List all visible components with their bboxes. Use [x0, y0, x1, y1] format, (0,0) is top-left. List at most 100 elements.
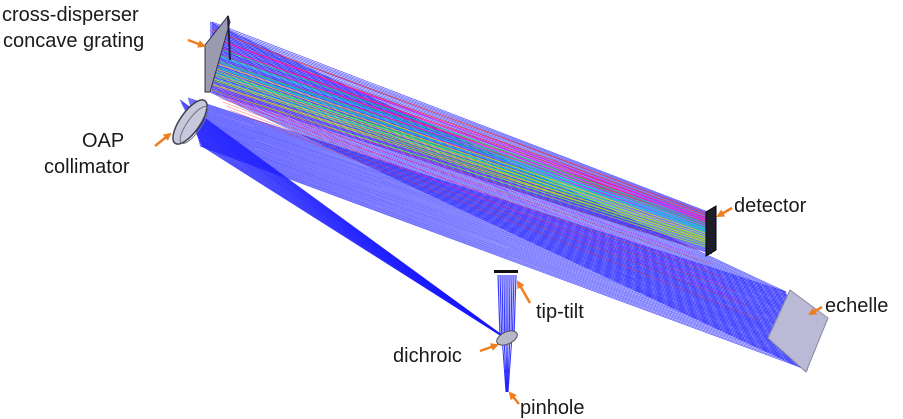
ray-dispersed-streak: [229, 99, 741, 301]
component-labels: cross-disperser concave grating OAP coll…: [2, 4, 888, 419]
ray-dispersed-order: [211, 37, 710, 217]
ray-echelle-crossdisperser: [209, 64, 799, 340]
ray-echelle-crossdisperser: [209, 91, 807, 371]
ray-echelle-crossdisperser: [209, 76, 802, 354]
label-echelle: echelle: [825, 295, 888, 317]
arrow-pinhole: [508, 391, 520, 405]
ray-oap-echelle: [199, 145, 809, 371]
arrow-detector: [716, 206, 733, 218]
ray-oap-echelle: [195, 128, 801, 343]
label-detector: detector: [734, 195, 807, 217]
arrow-echelle: [808, 305, 823, 316]
ray-tiptilt-dichroic: [499, 274, 503, 337]
ray-echelle-crossdisperser: [209, 82, 804, 360]
ray-tiptilt-dichroic: [511, 274, 515, 337]
ray-oap-echelle: [191, 112, 794, 317]
ray-oap-echelle: [196, 132, 803, 349]
ray-dispersed-streak: [225, 96, 726, 286]
label-oap-line2: collimator: [44, 156, 130, 178]
ray-bundles: [179, 21, 809, 393]
ray-oap-echelle: [196, 134, 803, 352]
ray-oap-echelle: [197, 134, 804, 354]
label-tip-tilt: tip-tilt: [536, 301, 584, 323]
ray-dispersed-streak: [215, 93, 713, 265]
ray-oap-echelle: [196, 130, 802, 346]
label-cross-disperser-line2: concave grating: [3, 30, 144, 52]
ray-echelle-crossdisperser: [209, 77, 803, 355]
ray-dispersed-order: [211, 89, 713, 250]
ray-echelle-crossdisperser: [209, 50, 795, 325]
ray-oap-echelle: [195, 129, 801, 345]
ray-echelle-crossdisperser: [209, 86, 805, 366]
ray-oap-echelle: [194, 126, 800, 339]
ray-oap-echelle: [189, 104, 790, 304]
ray-pinhole-dichroic: [507, 335, 511, 393]
ray-oap-echelle: [195, 126, 800, 341]
arrow-cross-disperser: [187, 38, 206, 48]
ray-echelle-crossdisperser: [209, 85, 805, 364]
ray-dispersed-order: [211, 59, 710, 232]
ray-tiptilt-dichroic: [510, 274, 513, 337]
ray-dispersed-streak: [229, 109, 761, 321]
label-pinhole: pinhole: [520, 397, 585, 419]
label-dichroic: dichroic: [393, 345, 462, 367]
ray-pinhole-dichroic: [505, 335, 508, 393]
ray-oap-echelle: [198, 138, 805, 359]
ray-dispersed-streak: [211, 89, 701, 251]
ray-pinhole-dichroic: [507, 335, 513, 393]
ray-oap-echelle: [199, 144, 808, 369]
ray-echelle-crossdisperser: [209, 69, 800, 346]
ray-dispersed-order: [211, 74, 710, 242]
ray-crossdisperser-detector: [211, 21, 709, 213]
ray-oap-echelle: [197, 136, 805, 356]
ray-tiptilt-dichroic: [501, 274, 504, 337]
ray-dispersed-streak: [220, 92, 711, 271]
ray-tiptilt-dichroic: [497, 274, 501, 337]
oap-collimator-rim: [179, 106, 209, 144]
ray-oap-echelle: [193, 121, 798, 332]
ray-tiptilt-dichroic: [508, 274, 511, 337]
tip-tilt-mirror: [494, 270, 518, 273]
ray-dispersed-order: [211, 52, 710, 227]
ray-oap-echelle: [199, 143, 808, 368]
ray-oap-echelle: [191, 113, 794, 319]
ray-oap-echelle: [198, 141, 807, 364]
ray-dispersed-streak: [222, 101, 737, 293]
ray-crossdisperser-detector: [211, 23, 709, 214]
arrow-dichroic: [479, 343, 499, 353]
ray-dispersed-order: [211, 69, 709, 240]
ray-echelle-crossdisperser: [209, 90, 806, 370]
detector-plane: [705, 205, 717, 257]
ray-oap-echelle: [188, 99, 787, 296]
ray-tiptilt-dichroic: [503, 274, 506, 337]
ray-tiptilt-dichroic: [513, 274, 517, 337]
ray-oap-echelle: [192, 118, 796, 326]
ray-oap-echelle: [196, 133, 803, 351]
ray-dispersed-order: [211, 84, 712, 247]
ray-dispersed-order: [211, 79, 711, 245]
ray-dispersed-order: [211, 45, 709, 225]
ray-oap-echelle: [194, 122, 798, 333]
label-oap-line1: OAP: [82, 130, 124, 152]
ray-dispersed-streak: [216, 88, 696, 256]
ray-pinhole-dichroic: [506, 335, 509, 393]
cross-disperser-grating: [204, 14, 231, 93]
ray-dispersed-streak: [226, 105, 749, 307]
ray-oap-echelle: [194, 124, 799, 336]
arrow-tip-tilt: [516, 280, 532, 304]
ray-dispersed-order: [211, 67, 710, 237]
ray-oap-echelle: [198, 139, 806, 361]
ray-oap-echelle: [194, 123, 798, 335]
ray-oap-echelle: [193, 119, 797, 329]
ray-oap-echelle: [198, 140, 806, 362]
ray-oap-echelle: [196, 131, 802, 348]
ray-dispersed-order: [211, 44, 710, 222]
ray-dispersed-order: [211, 53, 709, 230]
ray-oap-echelle: [190, 106, 791, 307]
ray-oap-echelle: [197, 137, 805, 358]
ray-dispersed-streak: [219, 97, 725, 279]
ray-crossdisperser-detector: [211, 32, 709, 220]
ray-crossdisperser-detector: [211, 24, 709, 215]
ray-oap-echelle: [195, 127, 801, 342]
